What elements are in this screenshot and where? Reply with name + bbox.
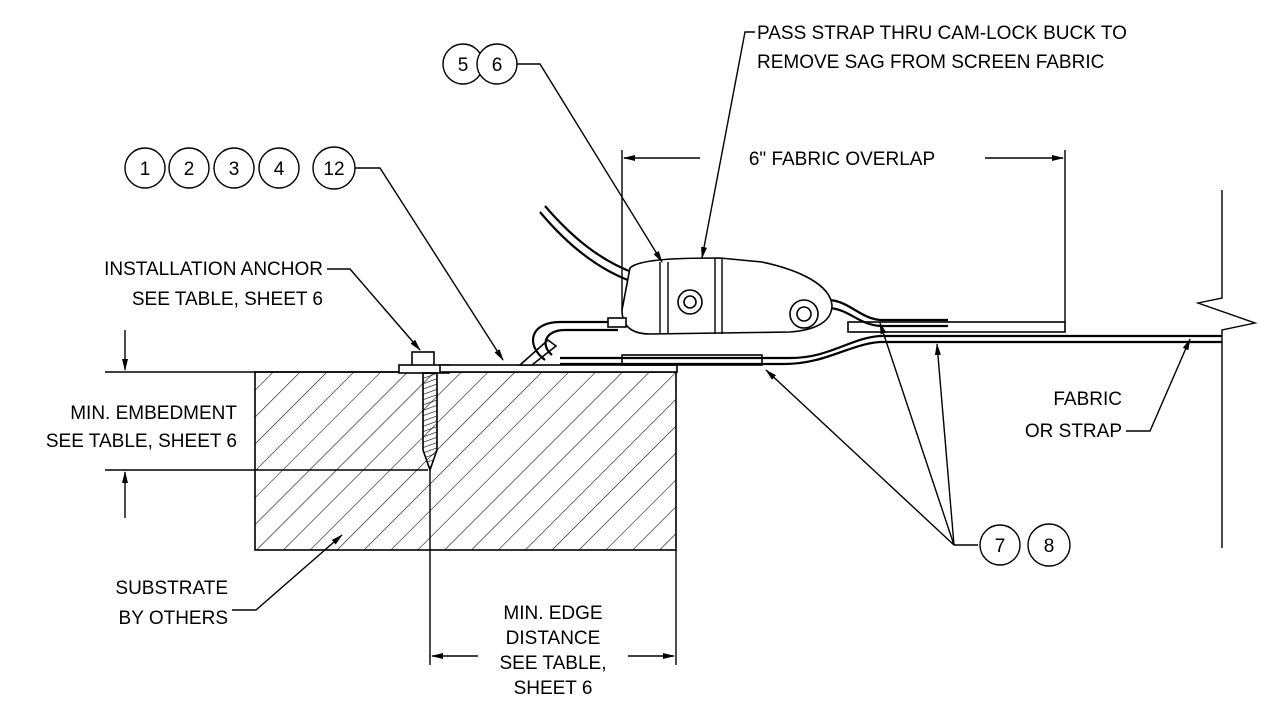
balloon-3: 3 — [229, 159, 240, 180]
embedment-dimension: MIN. EMBEDMENT SEE TABLE, SHEET 6 — [46, 330, 428, 518]
min-embedment-line2: SEE TABLE, SHEET 6 — [46, 431, 237, 452]
substrate-line1: SUBSTRATE — [115, 578, 228, 599]
fabric-overlap-dimension: 6" FABRIC OVERLAP — [621, 149, 1066, 322]
balloon-6: 6 — [492, 55, 503, 76]
edge-distance-line4: SHEET 6 — [514, 678, 593, 699]
pass-strap-line1: PASS STRAP THRU CAM-LOCK BUCK TO — [757, 23, 1127, 44]
balloon-4: 4 — [274, 159, 285, 180]
base-bracket — [439, 338, 763, 373]
fabric-or-strap-line2: OR STRAP — [1025, 421, 1122, 442]
cam-lock-buckle — [607, 257, 833, 335]
edge-distance-line3: SEE TABLE, — [499, 653, 606, 674]
installation-anchor-line2: SEE TABLE, SHEET 6 — [132, 289, 323, 310]
fabric-overlap-label: 6" FABRIC OVERLAP — [749, 149, 935, 170]
installation-anchor-line1: INSTALLATION ANCHOR — [104, 259, 323, 280]
balloon-5: 5 — [458, 55, 469, 76]
min-embedment-line1: MIN. EMBEDMENT — [70, 403, 237, 424]
pass-strap-line2: REMOVE SAG FROM SCREEN FABRIC — [757, 52, 1104, 73]
balloon-1: 1 — [140, 159, 151, 180]
substrate-line2: BY OTHERS — [119, 608, 228, 629]
balloon-8: 8 — [1044, 536, 1055, 557]
strap-and-fabric — [532, 205, 1222, 366]
pass-strap-callout: PASS STRAP THRU CAM-LOCK BUCK TO REMOVE … — [701, 23, 1127, 259]
edge-distance-line2: DISTANCE — [506, 628, 601, 649]
installation-anchor-callout: INSTALLATION ANCHOR SEE TABLE, SHEET 6 — [104, 259, 421, 351]
fabric-or-strap-line1: FABRIC — [1053, 389, 1122, 410]
edge-distance-line1: MIN. EDGE — [503, 603, 602, 624]
edge-distance-dimension: MIN. EDGE DISTANCE SEE TABLE, SHEET 6 — [429, 470, 677, 699]
balloon-group-1-2-3-4-12: 1 2 3 4 12 — [124, 146, 504, 361]
balloon-group-5-6: 5 6 — [442, 43, 663, 263]
substrate — [254, 371, 677, 551]
installation-anchor — [398, 351, 450, 473]
balloon-group-7-8: 7 8 — [765, 322, 1071, 567]
fabric-or-strap-callout: FABRIC OR STRAP — [1025, 338, 1191, 442]
balloon-12: 12 — [323, 159, 344, 180]
wall-break-line — [1195, 190, 1258, 548]
substrate-callout: SUBSTRATE BY OTHERS — [115, 534, 343, 629]
balloon-2: 2 — [184, 159, 195, 180]
balloon-7: 7 — [995, 536, 1006, 557]
